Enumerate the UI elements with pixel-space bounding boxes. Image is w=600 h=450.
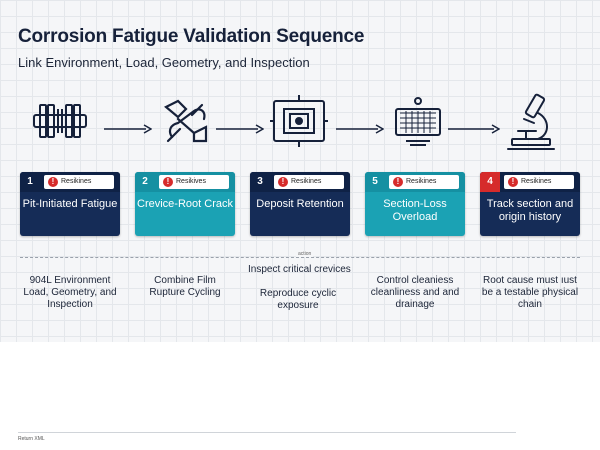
footer-text: Return XML <box>18 436 45 442</box>
diagram-canvas: Corrosion Fatigue Validation Sequence Li… <box>0 0 600 342</box>
status-badge: ! Resikines <box>44 175 114 189</box>
badge-label: Resikines <box>521 178 552 185</box>
stage-label: Track section and origin history <box>486 198 574 223</box>
stage-note: Control cleaniess cleanliness and and dr… <box>370 275 460 310</box>
status-badge: ! Resikines <box>504 175 574 189</box>
stage-card: 1 ! Resikines Pit-Initiated Fatigue <box>20 172 120 236</box>
stage-number: 4 <box>480 172 500 192</box>
grid-monitor-icon <box>392 93 444 149</box>
microscope-icon <box>504 93 558 155</box>
flow-arrow-icon <box>448 124 500 134</box>
stage-number: 1 <box>27 176 33 187</box>
status-badge: ! Resikines <box>274 175 344 189</box>
status-badge: ! Resikines <box>389 175 459 189</box>
badge-label: Resikines <box>61 178 92 185</box>
stage-label: Section-Loss Overload <box>383 198 447 223</box>
page-subtitle: Link Environment, Load, Geometry, and In… <box>18 55 310 70</box>
stage-label: Deposit Retention <box>256 198 344 210</box>
stage-card: 4 ! Resikines Track section and origin h… <box>480 172 580 236</box>
stage-note: 904L Environment Load, Geometry, and Ins… <box>23 275 117 310</box>
stage-note: Combine Film Rupture Cycling <box>149 275 221 298</box>
middle-note: Inspect critical crevices <box>248 264 351 275</box>
flow-arrow-icon <box>104 124 152 134</box>
stage-card: 3 ! Resikines Deposit Retention <box>250 172 350 236</box>
badge-label: Resikives <box>176 178 206 185</box>
divider-label: action <box>296 251 314 257</box>
warning-icon: ! <box>48 177 58 187</box>
stage-number: 2 <box>142 176 148 187</box>
stage-card: 2 ! Resikives Crevice-Root Crack <box>135 172 235 236</box>
flow-arrow-icon <box>216 124 264 134</box>
warning-icon: ! <box>393 177 403 187</box>
stage-note: Reproduce cyclic exposure <box>259 288 337 311</box>
dashed-divider <box>20 257 580 258</box>
stage-label: Pit-Initiated Fatigue <box>22 198 118 210</box>
stage-label: Crevice-Root Crack <box>137 198 233 210</box>
warning-icon: ! <box>278 177 288 187</box>
gauge-panel-icon <box>270 93 328 149</box>
flow-arrow-icon <box>336 124 384 134</box>
warning-icon: ! <box>508 177 518 187</box>
badge-label: Resikines <box>406 178 437 185</box>
status-badge: ! Resikives <box>159 175 229 189</box>
flange-coupling-icon <box>32 93 88 149</box>
stage-note: Root cause must ıust be a testable physi… <box>481 275 579 310</box>
footer-divider <box>18 432 516 433</box>
page-title: Corrosion Fatigue Validation Sequence <box>18 26 365 47</box>
broken-link-icon <box>158 93 214 149</box>
stage-card: 5 ! Resikines Section-Loss Overload <box>365 172 465 236</box>
stage-number: 5 <box>372 176 378 187</box>
stage-number: 3 <box>257 176 263 187</box>
badge-label: Resikines <box>291 178 322 185</box>
warning-icon: ! <box>163 177 173 187</box>
